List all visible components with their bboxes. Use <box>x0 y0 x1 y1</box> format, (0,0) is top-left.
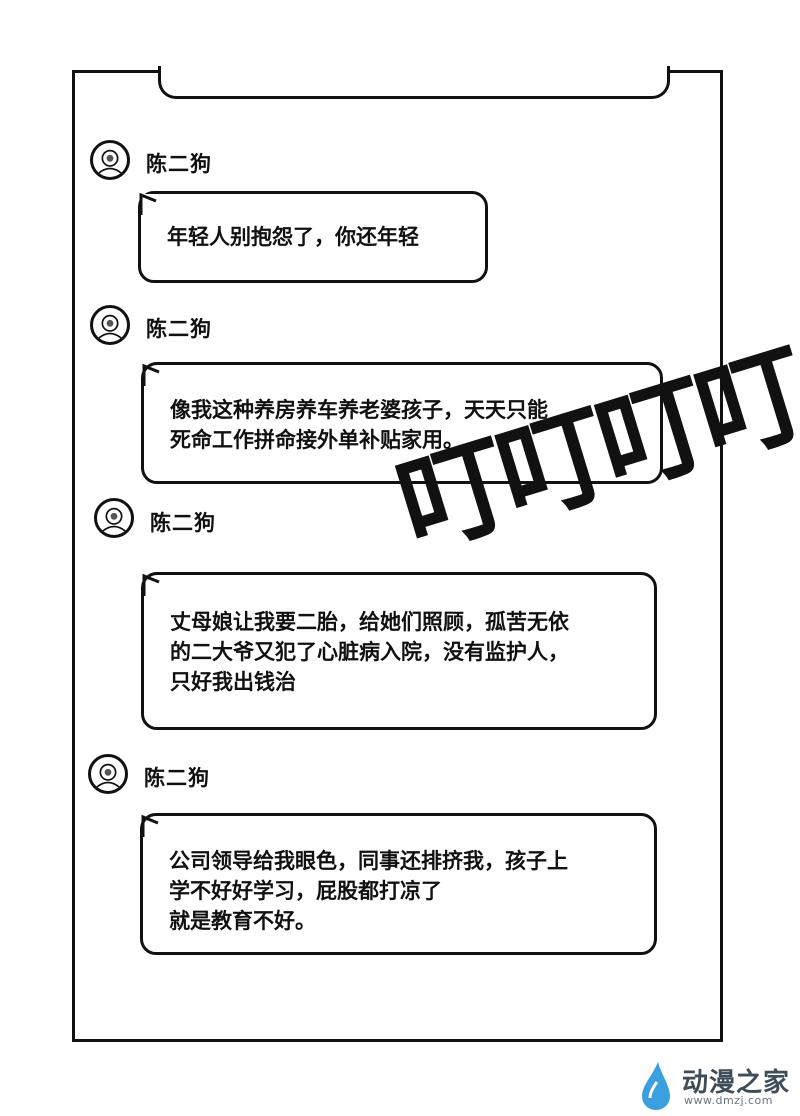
avatar <box>90 305 130 345</box>
previous-message-bubble <box>158 66 670 99</box>
sender-name: 陈二狗 <box>146 152 212 176</box>
avatar-icon <box>97 149 123 175</box>
message-bubble: 年轻人别抱怨了，你还年轻 <box>138 191 488 283</box>
watermark-name: 动漫之家 <box>682 1068 791 1098</box>
watermark-url: www.dmzj.com <box>684 1094 773 1107</box>
sender-name: 陈二狗 <box>144 766 210 790</box>
message-bubble: 像我这种养房养车养老婆孩子，天天只能 死命工作拼命接外单补贴家用。 <box>141 362 663 484</box>
message-line: 就是教育不好。 <box>169 909 316 933</box>
message-line: 像我这种养房养车养老婆孩子，天天只能 <box>170 398 548 422</box>
bubble-tail <box>141 572 167 598</box>
water-drop-icon <box>642 1062 670 1110</box>
sender-name: 陈二狗 <box>150 511 216 535</box>
avatar-icon <box>95 763 121 789</box>
avatar <box>90 140 130 180</box>
message-line: 学不好好学习，屁股都打凉了 <box>169 879 442 903</box>
sender-name: 陈二狗 <box>146 317 212 341</box>
message-line: 死命工作拼命接外单补贴家用。 <box>170 428 464 452</box>
message-line: 年轻人别抱怨了，你还年轻 <box>167 225 419 249</box>
watermark-logo: 动漫之家 www.dmzj.com <box>638 1060 798 1112</box>
message-line: 只好我出钱治 <box>170 670 296 694</box>
message-line: 的二大爷又犯了心脏病入院，没有监护人， <box>170 640 569 664</box>
bubble-tail <box>138 191 164 217</box>
message-line: 丈母娘让我要二胎，给她们照顾，孤苦无依 <box>170 610 569 634</box>
bubble-tail <box>140 813 166 839</box>
avatar <box>88 754 128 794</box>
message-line: 公司领导给我眼色，同事还排挤我，孩子上 <box>169 849 568 873</box>
message-bubble: 丈母娘让我要二胎，给她们照顾，孤苦无依 的二大爷又犯了心脏病入院，没有监护人， … <box>141 572 657 730</box>
bubble-tail <box>141 362 167 388</box>
avatar <box>94 498 134 538</box>
message-bubble: 公司领导给我眼色，同事还排挤我，孩子上 学不好好学习，屁股都打凉了 就是教育不好… <box>140 813 657 955</box>
avatar-icon <box>101 507 127 533</box>
avatar-icon <box>97 314 123 340</box>
